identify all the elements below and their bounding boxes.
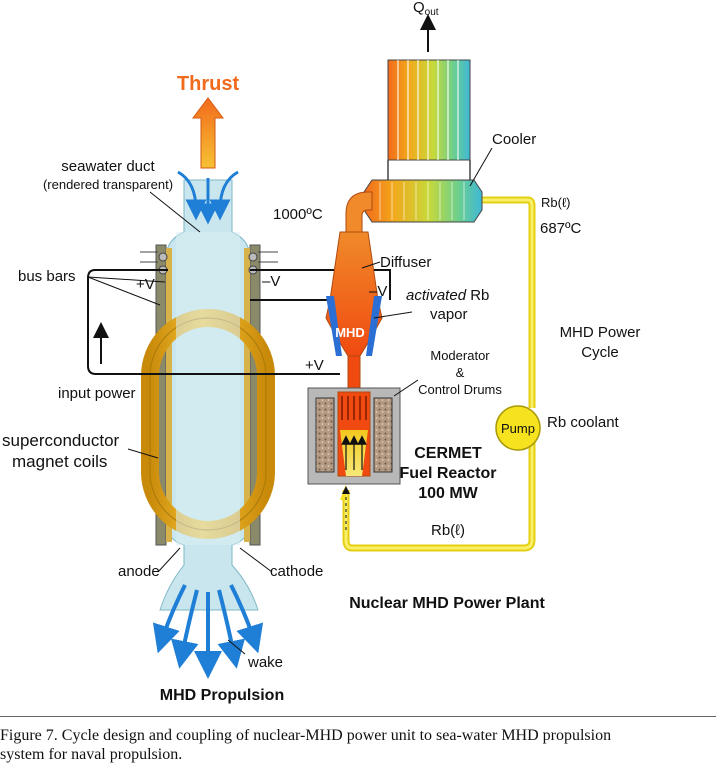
rb-liquid-top-label: Rb(ℓ): [541, 195, 570, 210]
activated-word: activated: [406, 287, 467, 304]
nuclear-power-plant-title: Nuclear MHD Power Plant: [349, 595, 545, 612]
minus-v-right-label: –V: [369, 283, 387, 300]
rendered-transparent-label: (rendered transparent): [43, 177, 173, 192]
cermet-line3: 100 MW: [418, 485, 478, 502]
reactor-inlet: [340, 484, 346, 500]
activated-rb-label: activated Rb: [406, 287, 489, 304]
pump: [495, 405, 541, 451]
plus-v-mid-label: +V: [305, 357, 324, 374]
wake-arrows: [152, 584, 264, 679]
q-out-label: Qout: [413, 0, 439, 18]
caption-divider: [0, 716, 716, 717]
plus-v-top-label: +V: [136, 276, 155, 293]
minus-v-top-label: –V: [262, 273, 280, 290]
cermet-reactor: [307, 387, 401, 485]
mhd-power-cycle-line2: Cycle: [581, 344, 619, 361]
caption-line-1: Figure 7. Cycle design and coupling of n…: [0, 727, 612, 744]
mhd-power-cycle-line1: MHD Power: [560, 324, 641, 341]
anode-label: anode: [118, 563, 160, 580]
vapor-label: vapor: [430, 306, 468, 323]
leader-lines-right: [361, 147, 493, 397]
superconductor-line1: superconductor: [2, 431, 120, 450]
rb-coolant-loop-inner: [344, 198, 534, 550]
thrust-label: Thrust: [177, 73, 240, 95]
cermet-line2: Fuel Reactor: [400, 465, 497, 482]
superconductor-line2: magnet coils: [12, 452, 107, 471]
input-power-label: input power: [58, 385, 136, 402]
rb-liquid-bottom-label: Rb(ℓ): [431, 522, 465, 539]
cooler-label: Cooler: [492, 131, 536, 148]
cermet-line1: CERMET: [414, 445, 482, 462]
cooler-body: [363, 179, 483, 223]
moderator-line2: &: [456, 365, 465, 380]
rb-coolant-label: Rb coolant: [547, 414, 620, 431]
moderator-line3: Control Drums: [418, 382, 502, 397]
pump-label: Pump: [501, 421, 535, 436]
temp-687-label: 687ºC: [540, 220, 582, 237]
cathode-label: cathode: [270, 563, 323, 580]
q-out-main: Q: [413, 0, 425, 16]
caption-line-2: system for naval propulsion.: [0, 746, 183, 763]
diffuser-label: Diffuser: [380, 254, 431, 271]
mhd-diagram: Thrust Qout seawater duct (rendered tran…: [2, 0, 640, 704]
leader-lines-left: [87, 191, 273, 655]
mhd-propulsion-title: MHD Propulsion: [160, 687, 284, 704]
diffuser-nozzle: [325, 231, 383, 389]
cooler-radiator: [387, 59, 471, 180]
labels: Thrust Qout seawater duct (rendered tran…: [2, 0, 640, 704]
q-out-sub: out: [425, 7, 439, 18]
rb-word: Rb: [466, 287, 489, 304]
figure-caption: Figure 7. Cycle design and coupling of n…: [0, 726, 714, 764]
mhd-nozzle-label: MHD: [335, 325, 365, 340]
temp-1000-label: 1000ºC: [273, 206, 323, 223]
thrust-arrow: [192, 97, 224, 169]
wake-label: wake: [247, 654, 283, 671]
bus-bars-label: bus bars: [18, 268, 76, 285]
vapor-gooseneck: [345, 191, 373, 233]
flow-channel: [176, 232, 240, 545]
seawater-duct-label: seawater duct: [61, 158, 155, 175]
inflow-arrows: [177, 170, 239, 225]
moderator-line1: Moderator: [430, 348, 490, 363]
